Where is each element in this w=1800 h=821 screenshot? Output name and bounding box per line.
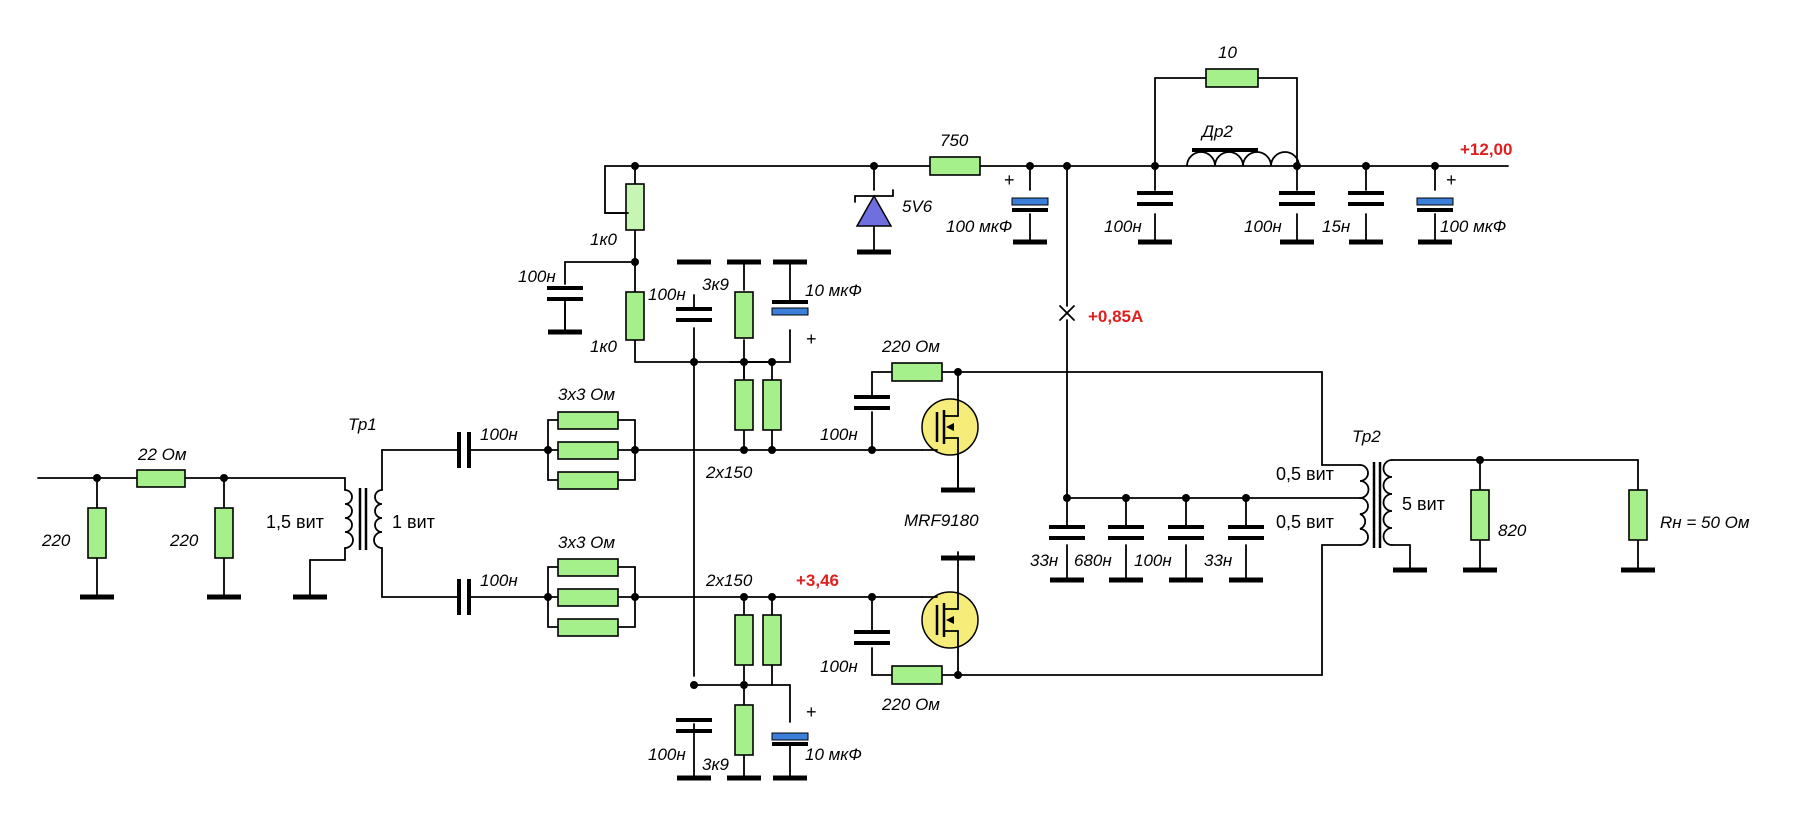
label-c-dec-680n: 680н: [1074, 551, 1112, 570]
label-mosfet: MRF9180: [904, 511, 979, 530]
label-220-1: 220: [41, 531, 71, 550]
label-220-2: 220: [169, 531, 199, 550]
resistors: [87, 68, 1648, 756]
label-r-bot-3k9: 3к9: [702, 755, 729, 774]
label-supply-voltage: +12,00: [1460, 140, 1512, 159]
label-c-top-bias: 100н: [648, 285, 686, 304]
label-r-top-gate: 3x3 Ом: [558, 385, 615, 404]
label-r-bot-gate: 3x3 Ом: [558, 533, 615, 552]
resistor-150-top-b: [762, 379, 782, 431]
label-c-top-coupling: 100н: [480, 425, 518, 444]
label-zener: 5V6: [902, 197, 933, 216]
capacitors: [457, 191, 1454, 746]
resistor-3k9-top: [734, 291, 754, 339]
labels: 22 Ом 220 220 Тр1 1,5 вит 1 вит 100н 100…: [41, 43, 1750, 774]
label-c-rail-15n: 15н: [1322, 217, 1351, 236]
label-c-bot-el: 10 мкФ: [805, 745, 862, 764]
label-c-bot-fb: 100н: [820, 657, 858, 676]
resistor-3x3-top-c: [557, 471, 619, 490]
label-r-load: Rн = 50 Ом: [1660, 513, 1750, 532]
label-r-bot-pair: 2x150: [705, 571, 753, 590]
label-plus-el-2: +: [1446, 170, 1457, 190]
resistor-3x3-top-b: [557, 441, 619, 460]
wires: [37, 77, 1639, 777]
label-r-top-pair: 2x150: [705, 463, 753, 482]
resistor-1k0-pot: [625, 183, 645, 231]
resistor-150-bot-b: [762, 614, 782, 666]
label-c-top-fb: 100н: [820, 425, 858, 444]
junction-dots: [93, 162, 1484, 689]
resistor-22-ohm: [136, 469, 186, 488]
resistor-3x3-top-a: [557, 411, 619, 430]
label-c-bot-coupling: 100н: [480, 571, 518, 590]
ground-symbols: [80, 239, 1655, 781]
label-r-bias-fixed: 1к0: [590, 337, 617, 356]
resistor-220-bot-fb: [891, 665, 943, 685]
resistor-220-1: [87, 507, 107, 559]
zener-diode: [854, 189, 894, 227]
label-r-top-fb: 220 Ом: [881, 337, 940, 356]
label-current: +0,85А: [1088, 307, 1143, 326]
label-plus-el-1: +: [1004, 170, 1015, 190]
label-tp1-secondary: 1 вит: [392, 512, 435, 532]
resistor-1k0: [625, 291, 645, 341]
resistor-220-top-fb: [891, 362, 943, 382]
label-r-820: 820: [1498, 521, 1527, 540]
current-probe-cross: [1059, 305, 1075, 321]
label-c-el-100u-1: 100 мкФ: [946, 217, 1012, 236]
label-c-dec-100n: 100н: [1134, 551, 1172, 570]
resistor-220-2: [214, 507, 234, 559]
resistor-3x3-bot-b: [557, 588, 619, 607]
transformer-tp2: [1359, 459, 1393, 548]
resistor-820: [1470, 489, 1490, 541]
resistor-150-top-a: [734, 379, 754, 431]
label-tp2-upper: 0,5 вит: [1276, 464, 1334, 484]
label-tp2: Тр2: [1352, 427, 1381, 446]
label-c-top-el: 10 мкФ: [805, 281, 862, 300]
label-tp2-lower: 0,5 вит: [1276, 512, 1334, 532]
label-r-bias-pot: 1к0: [590, 230, 617, 249]
resistor-150-bot-a: [734, 614, 754, 666]
mosfet-bottom: [921, 591, 979, 653]
resistor-750: [929, 156, 981, 176]
label-r-top-3k9: 3к9: [702, 275, 729, 294]
resistor-3x3-bot-a: [557, 558, 619, 577]
label-c-dec-33n-2: 33н: [1204, 551, 1233, 570]
label-r-bot-fb: 220 Ом: [881, 695, 940, 714]
resistor-3x3-bot-c: [557, 618, 619, 637]
label-gate-voltage: +3,46: [796, 571, 839, 590]
mosfet-top: [921, 394, 979, 456]
resistor-10: [1205, 68, 1259, 88]
label-c-dec-33n-1: 33н: [1030, 551, 1059, 570]
label-tp1: Тр1: [348, 415, 377, 434]
label-c-el-100u-2: 100 мкФ: [1440, 217, 1506, 236]
resistor-load: [1628, 489, 1648, 541]
label-plus-top-el: +: [806, 329, 817, 349]
label-22-ohm: 22 Ом: [137, 445, 187, 464]
label-c-rail-100n-1: 100н: [1104, 217, 1142, 236]
label-choke: Др2: [1200, 122, 1233, 141]
choke-inductor: [1186, 148, 1300, 167]
transformer-tp1: [344, 488, 383, 550]
label-tp2-secondary: 5 вит: [1402, 494, 1445, 514]
label-c-rail-100n-2: 100н: [1244, 217, 1282, 236]
label-r-750: 750: [940, 131, 969, 150]
label-plus-bot-el: +: [806, 702, 817, 722]
resistor-3k9-bot: [734, 704, 754, 756]
label-c-bias-main: 100н: [518, 267, 556, 286]
label-tp1-primary: 1,5 вит: [266, 512, 324, 532]
label-c-bot-bias: 100н: [648, 745, 686, 764]
label-r-10: 10: [1218, 43, 1237, 62]
